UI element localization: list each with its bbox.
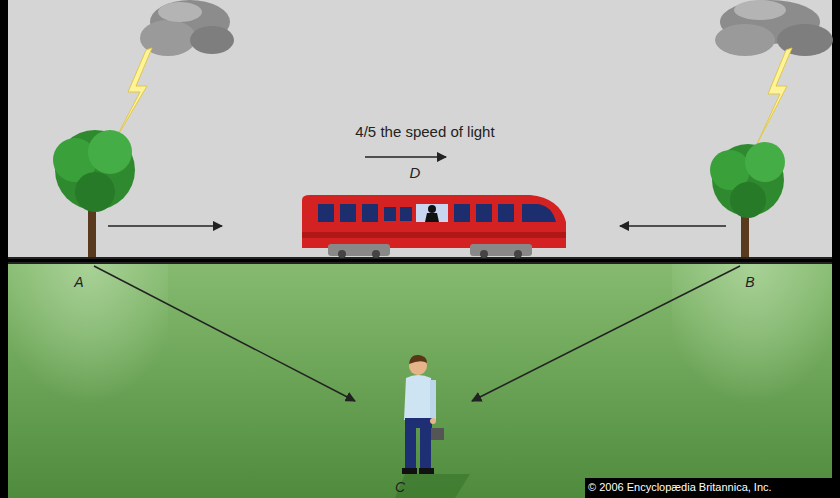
light-arrow <box>108 225 222 227</box>
frame-letter: D <box>400 164 430 181</box>
light-arrow <box>620 225 726 227</box>
copyright-notice: © 2006 Encyclopædia Britannica, Inc. <box>588 481 838 494</box>
speed-label: 4/5 the speed of light <box>315 123 535 140</box>
observer-letter: C <box>385 479 415 495</box>
credit-band <box>585 478 840 498</box>
ground <box>8 262 832 498</box>
tree <box>710 142 785 258</box>
lightning-bolt <box>114 48 152 142</box>
tree <box>53 130 135 258</box>
light-ray <box>94 266 355 401</box>
light-ray <box>472 266 740 401</box>
velocity-arrow <box>365 156 446 158</box>
cloud <box>715 0 833 56</box>
rail <box>8 262 832 264</box>
light-beam <box>672 262 832 498</box>
cloud <box>140 0 234 56</box>
point-letter: B <box>735 274 765 290</box>
point-letter: A <box>64 274 94 290</box>
sky <box>8 0 832 259</box>
train <box>302 195 566 258</box>
observer <box>395 355 470 498</box>
light-beam <box>8 262 168 498</box>
lightning-bolt <box>756 48 792 146</box>
rail <box>8 257 832 259</box>
